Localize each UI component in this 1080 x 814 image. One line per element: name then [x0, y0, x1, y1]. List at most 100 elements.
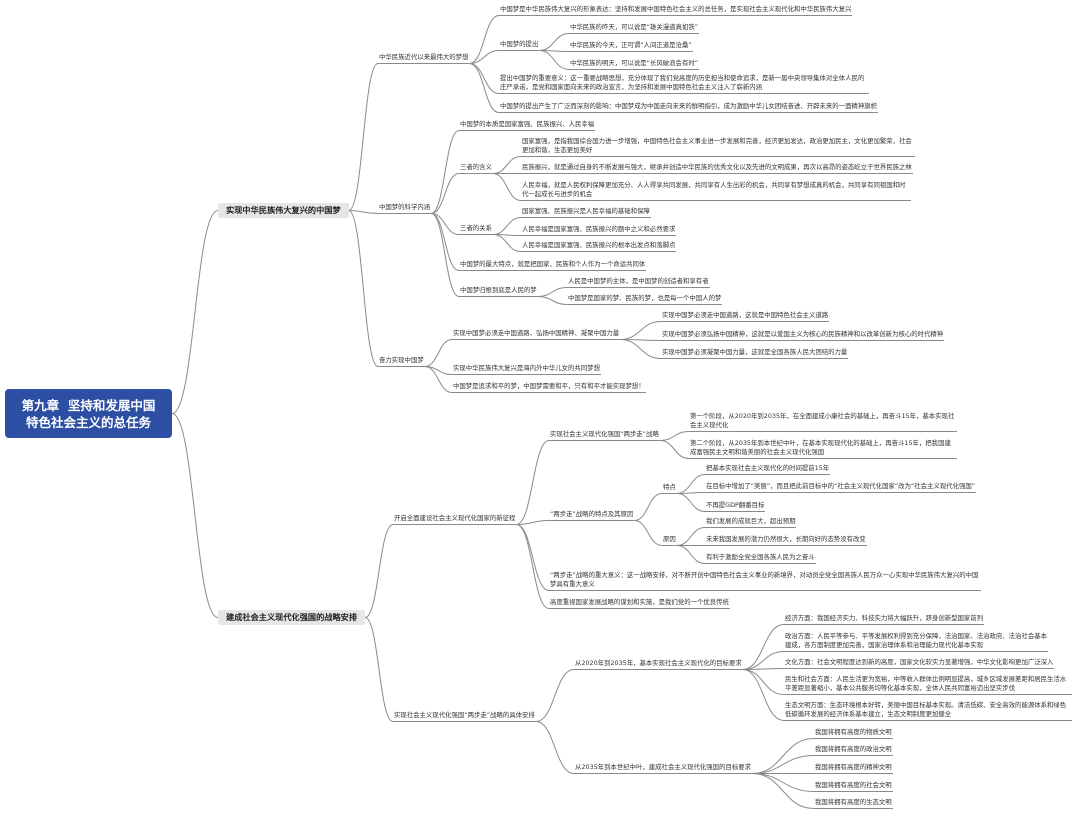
- topic-dream-proposal: 中国梦的提出: [499, 40, 540, 51]
- main-topic-china-dream: 实现中华民族伟大复兴的中国梦: [218, 203, 349, 218]
- connector: [535, 721, 575, 774]
- central-topic: 第九章 坚持和发展中国 特色社会主义的总任务: [5, 389, 172, 438]
- connector: [537, 296, 568, 305]
- topic-strategy-significance: “两步走”战略的重大意义：这一战略安排，对不断开创中国特色社会主义事业的新境界，…: [549, 571, 981, 591]
- topic-goal-culture: 文化方面：社会文明程度达到新的高度，国家文化软实力显著增强，中华文化影响更加广泛…: [784, 658, 1055, 669]
- connector: [469, 15, 500, 64]
- topic-relation-starting-point: 人民幸福是国家富强、民族振兴的根本出发点和落脚点: [521, 241, 677, 252]
- connector: [752, 755, 815, 774]
- topic-relation-foundation: 国家富强、民族振兴是人民幸福的基础和保障: [521, 207, 651, 218]
- central-topic-line-2: 特色社会主义的总任务: [25, 414, 151, 430]
- connector: [516, 524, 550, 591]
- subtopic-new-journey: 开启全面建设社会主义现代化国家的新征程: [393, 514, 517, 525]
- connector: [469, 63, 500, 113]
- connector: [539, 33, 570, 51]
- topic-three-relations: 三者的关系: [459, 224, 493, 235]
- topic-feature-earlier: 把基本实现社会主义现代化的时间提前15年: [705, 464, 831, 475]
- connector: [364, 617, 394, 722]
- topic-relation-requirement: 人民幸福是国家富强、民族振兴的题中之义和必然要求: [521, 225, 677, 236]
- topic-today: 中华民族的今天，正可谓“人间正道是沧桑”: [569, 41, 693, 52]
- topic-ecological-civilization: 我国将拥有高度的生态文明: [814, 798, 893, 809]
- topic-tomorrow: 中华民族的明天，可以说是“长风破浪会有时”: [569, 59, 700, 70]
- connector: [537, 287, 568, 297]
- connector: [676, 545, 706, 564]
- topic-national-prosperity: 国家富强，是指我国综合国力进一步增强，中国特色社会主义事业进一步发展和完善，经济…: [521, 137, 915, 157]
- connector: [424, 339, 453, 367]
- topic-people-subject: 人民是中国梦的主体，是中国梦的创造者和享有者: [567, 277, 710, 288]
- topic-social-civilization: 我国将拥有高度的社会文明: [814, 781, 893, 792]
- connector: [469, 50, 500, 64]
- topic-reason-achievements: 我们发展的成就巨大，超出预期: [705, 517, 797, 528]
- connector: [348, 63, 379, 211]
- connector: [742, 624, 785, 670]
- topic-peoples-dream: 中国梦归根到底是人民的梦: [459, 286, 538, 297]
- connector: [171, 413, 219, 618]
- subtopic-scientific-connotation: 中国梦的科学内涵: [378, 203, 432, 214]
- topic-national-rejuvenation: 民族振兴，就是通过自身的不断发展与强大，继承并创造中华民族的优秀文化以及先进的文…: [521, 163, 913, 174]
- connector: [676, 474, 706, 494]
- connector: [620, 321, 662, 340]
- topic-feature-beautiful: 在目标中增加了“美丽”，而且把此前目标中的“社会主义现代化国家”改为“社会主义现…: [705, 482, 977, 493]
- connector: [424, 366, 453, 393]
- connector: [430, 213, 460, 271]
- topic-reasons: 原因: [662, 535, 677, 546]
- topic-goals-2020-2035: 从2020年到2035年，基本实现社会主义现代化的目标要求: [574, 659, 743, 670]
- topic-peace-dream: 中国梦是追求和平的梦，中国梦需要和平，只有和平才能实现梦想！: [452, 382, 646, 393]
- connector: [431, 173, 460, 214]
- topic-chinese-strength: 实现中国梦必须凝聚中国力量，这就是全国各族人民大团结的力量: [661, 348, 849, 359]
- topic-common-dream: 实现中华民族伟大复兴是海内外中华儿女的共同梦想: [452, 364, 601, 375]
- topic-chinese-spirit: 实现中国梦必须弘扬中国精神，这就是以爱国主义为核心的民族精神和以改革创新为核心的…: [661, 330, 945, 341]
- connector: [348, 210, 379, 214]
- topic-feature-no-gdp: 不再提GDP翻番目标: [705, 501, 766, 512]
- topic-spiritual-civilization: 我国将拥有高度的精神文明: [814, 763, 893, 774]
- connector: [676, 527, 706, 546]
- connector: [659, 440, 690, 459]
- topic-goals-2035-mid-century: 从2035年到本世纪中叶，建成社会主义现代化强国的目标要求: [574, 763, 753, 774]
- topic-reason-potential: 未来我国发展的潜力仍然很大，长期向好的态势没有改变: [705, 535, 867, 546]
- connector: [348, 210, 379, 367]
- connector: [171, 210, 219, 414]
- main-topic-strategic-arrangement: 建成社会主义现代化强国的战略安排: [218, 610, 366, 625]
- connector: [492, 234, 522, 252]
- connector: [752, 773, 815, 809]
- topic-biggest-feature: 中国梦的最大特点，就是把国家、民族和个人作为一个命运共同体: [459, 260, 647, 271]
- topic-goal-ecology: 生态文明方面：生态环境根本好转，美丽中国目标基本实现。清洁低碳、安全高效的能源体…: [784, 701, 1072, 721]
- topic-yesterday: 中华民族的昨天，可以说是“雄关漫道真如铁”: [569, 23, 700, 34]
- topic-essence: 中国梦的本质是国家富强、民族振兴、人民幸福: [459, 120, 596, 131]
- topic-political-civilization: 我国将拥有高度的政治文明: [814, 745, 893, 756]
- topic-material-civilization: 我国将拥有高度的物质文明: [814, 728, 893, 739]
- connector: [742, 669, 785, 721]
- connector: [516, 440, 550, 525]
- connector: [752, 773, 815, 792]
- connector: [516, 524, 550, 609]
- connector: [516, 520, 550, 525]
- topic-goal-livelihood: 民生和社会方面：人民生活更为宽裕，中等收入群体比例明显提高，城乡区域发展差距和居…: [784, 675, 1072, 695]
- connector: [430, 213, 460, 297]
- topic-chinese-road: 实现中国梦必须走中国道路，这就是中国特色社会主义道路: [661, 311, 830, 322]
- connector: [535, 669, 575, 722]
- topic-goal-economy: 经济方面：我国经济实力、科技实力将大幅跃升，跻身创新型国家前列: [784, 614, 985, 625]
- connector: [492, 156, 522, 174]
- topic-first-stage: 第一个阶段，从2020年到2035年，在全面建成小康社会的基础上，再奋斗15年，…: [689, 412, 957, 432]
- connector: [742, 669, 785, 695]
- connector: [620, 339, 662, 359]
- subtopic-strive-for-dream: 奋力实现中国梦: [378, 356, 425, 367]
- subtopic-specific-arrangements: 实现社会主义现代化强国“两步走”战略的具体安排: [393, 711, 536, 722]
- topic-proposal-influence: 中国梦的提出产生了广泛而深刻的影响：中国梦成为中国走向未来的鲜明指引，成为激励中…: [499, 102, 879, 113]
- topic-features: 特点: [662, 483, 677, 494]
- connector: [659, 431, 690, 441]
- connector: [430, 130, 460, 214]
- central-topic-line-1: 第九章 坚持和发展中国: [21, 397, 156, 413]
- connector: [539, 50, 570, 70]
- topic-people-happiness: 人民幸福，就是人民权利保障更加充分、人人得享共同发展，共同享有人生出彩的机会，共…: [521, 181, 911, 201]
- connector: [492, 173, 522, 201]
- topic-dream-definition: 中国梦是中华民族伟大复兴的形象表达：坚持和发展中国特色社会主义的总任务，是实现社…: [499, 5, 853, 16]
- topic-proposal-significance: 提出中国梦的重要意义：这一重要战略思想，充分体现了我们党高度的历史担当和使命追求…: [499, 74, 869, 94]
- connector: [492, 217, 522, 235]
- topic-reason-motivation: 有利于激励全党全国各族人民为之奋斗: [705, 553, 816, 564]
- topic-second-stage: 第二个阶段，从2035年到本世纪中叶，在基本实现现代化的基础上，再奋斗15年，把…: [689, 439, 957, 459]
- topic-fine-tradition: 高度重视国家发展战略的谋划和实施，是我们党的一个优良传统: [549, 598, 730, 609]
- connector: [634, 493, 663, 521]
